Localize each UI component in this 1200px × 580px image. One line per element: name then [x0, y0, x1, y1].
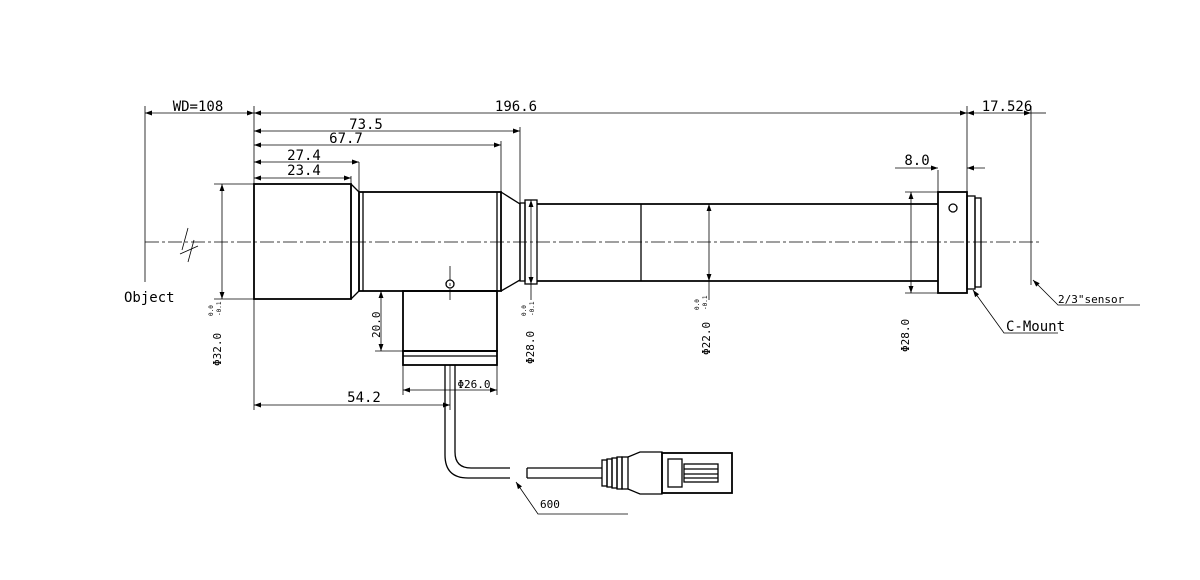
- tube: [537, 203, 938, 282]
- label-cable-length: 600: [540, 498, 560, 511]
- cable-leader: [515, 481, 628, 515]
- dim-total-length: 196.6: [495, 99, 537, 115]
- tol-lower-1: -0.1: [216, 301, 223, 316]
- connector: [601, 451, 733, 495]
- label-c-mount: C-Mount: [1006, 319, 1065, 335]
- annotations: Object 2/3"sensor C-Mount 600: [124, 279, 1140, 515]
- cable: [444, 365, 510, 479]
- dim-73-5: 73.5: [349, 117, 383, 133]
- dim-d-22-0: Φ22.0: [700, 322, 713, 355]
- tol-lower-3: -0.1: [702, 295, 709, 310]
- dim-8-0: 8.0: [904, 153, 929, 169]
- mount-thread: [966, 195, 976, 290]
- dim-d-28-0-collar: Φ28.0: [524, 331, 537, 364]
- dim-flange-back: 17.526: [982, 99, 1033, 115]
- vertical-dimensions: Φ32.0 0.0 -0.1 20.0 Φ28.0 0.0 -0.1 Φ22.0…: [208, 183, 938, 366]
- dim-wd: WD=108: [173, 99, 224, 115]
- dim-d-28-0-mount: Φ28.0: [899, 319, 912, 352]
- label-object: Object: [124, 290, 175, 306]
- mount-flange: [974, 197, 982, 288]
- c-mount-ring: [937, 191, 968, 294]
- dim-d-32-0: Φ32.0: [211, 333, 224, 366]
- dim-20-0: 20.0: [370, 312, 383, 339]
- dim-67-7: 67.7: [329, 131, 363, 147]
- horizontal-dimensions: WD=108 196.6 17.526 73.5 67.7 27.4 23.4 …: [145, 99, 1046, 410]
- dim-54-2: 54.2: [347, 390, 381, 406]
- sensor-leader: [1032, 279, 1140, 306]
- tol-lower-2: -0.1: [529, 301, 536, 316]
- set-screw: [948, 203, 958, 213]
- tol-upper-2: 0.0: [521, 305, 528, 316]
- mount-leader: [972, 289, 1058, 334]
- light-port: [402, 266, 498, 366]
- main-body: [358, 191, 502, 292]
- cable-continued: [526, 467, 602, 479]
- front-taper: [350, 183, 360, 300]
- cable-assembly: [444, 365, 733, 495]
- dim-23-4: 23.4: [287, 163, 321, 179]
- rear-taper: [500, 191, 521, 292]
- dim-27-4: 27.4: [287, 148, 321, 164]
- break-symbol: [179, 227, 199, 263]
- label-sensor: 2/3"sensor: [1058, 293, 1125, 306]
- front-barrel: [253, 183, 352, 300]
- tol-upper-3: 0.0: [694, 299, 701, 310]
- tol-upper-1: 0.0: [208, 305, 215, 316]
- dim-d-26-0: Φ26.0: [457, 378, 490, 391]
- lens-body: [253, 183, 982, 300]
